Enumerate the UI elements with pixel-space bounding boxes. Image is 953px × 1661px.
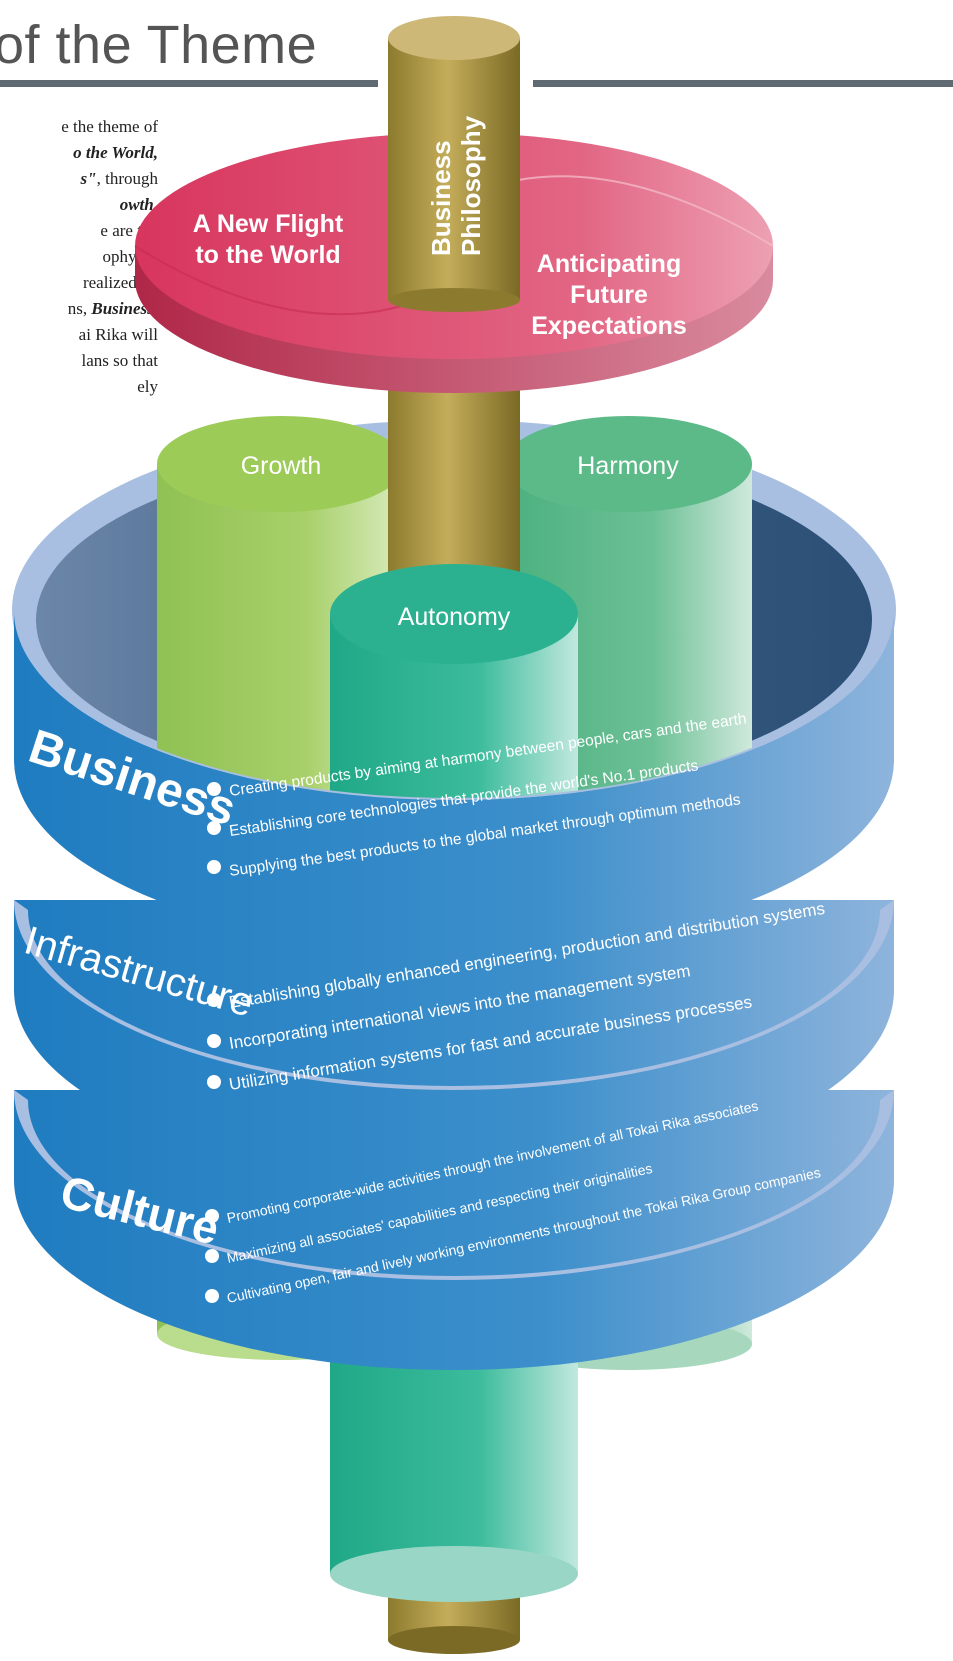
disk-right-line3: Expectations	[531, 312, 687, 340]
intro-line: ely	[0, 374, 158, 400]
page-title: of the Theme	[0, 15, 318, 75]
pillar-label-philosophy: Philosophy	[456, 115, 486, 256]
pillar-label-business: Business	[426, 140, 456, 256]
ring-infrastructure	[14, 900, 894, 1180]
disk-right-line1: Anticipating	[537, 250, 681, 278]
disk-left-line1: A New Flight	[193, 210, 344, 238]
harmony-label: Harmony	[577, 452, 679, 480]
pillar-disk-joint	[388, 288, 520, 312]
intro-line: owth,	[0, 192, 158, 218]
intro-text: e the theme of	[61, 117, 158, 136]
pillar-base	[388, 1626, 520, 1654]
intro-text: ai Rika will	[78, 325, 158, 344]
intro-text: ely	[137, 377, 158, 396]
intro-line: lans so that	[0, 348, 159, 374]
intro-text: lans so that	[81, 351, 159, 370]
pillar-body-top	[388, 38, 520, 300]
intro-line: e the theme of	[0, 114, 158, 140]
ring-culture	[14, 1090, 894, 1370]
pillar-top	[388, 16, 520, 60]
intro-line: ns, Business,	[0, 296, 158, 322]
disk-right-line2: Future	[570, 281, 648, 309]
intro-text: ns,	[67, 299, 92, 318]
disk-left-line2: to the World	[195, 241, 340, 269]
intro-line: s", through	[0, 166, 158, 192]
growth-label: Growth	[241, 452, 322, 480]
intro-line: ai Rika will	[0, 322, 158, 348]
intro-text: , through	[96, 169, 158, 188]
intro-text: o the World,	[73, 143, 158, 162]
title-rule-left	[0, 80, 378, 87]
intro-line: o the World,	[0, 140, 158, 166]
autonomy-label: Autonomy	[398, 603, 511, 631]
title-rule-right	[533, 80, 953, 87]
ring-business	[14, 610, 894, 950]
intro-text: Business,	[91, 299, 158, 318]
intro-text: owth,	[119, 195, 158, 214]
intro-text: s"	[80, 169, 97, 188]
